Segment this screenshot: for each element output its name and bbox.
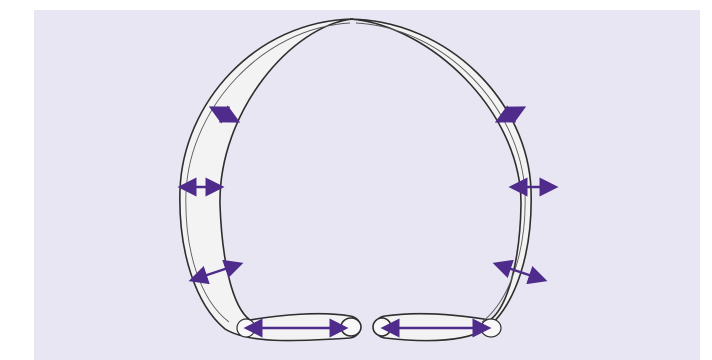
right-ring-shell xyxy=(350,19,531,341)
left-ring-shell xyxy=(180,19,361,341)
right-ring-inner-line xyxy=(356,23,525,322)
